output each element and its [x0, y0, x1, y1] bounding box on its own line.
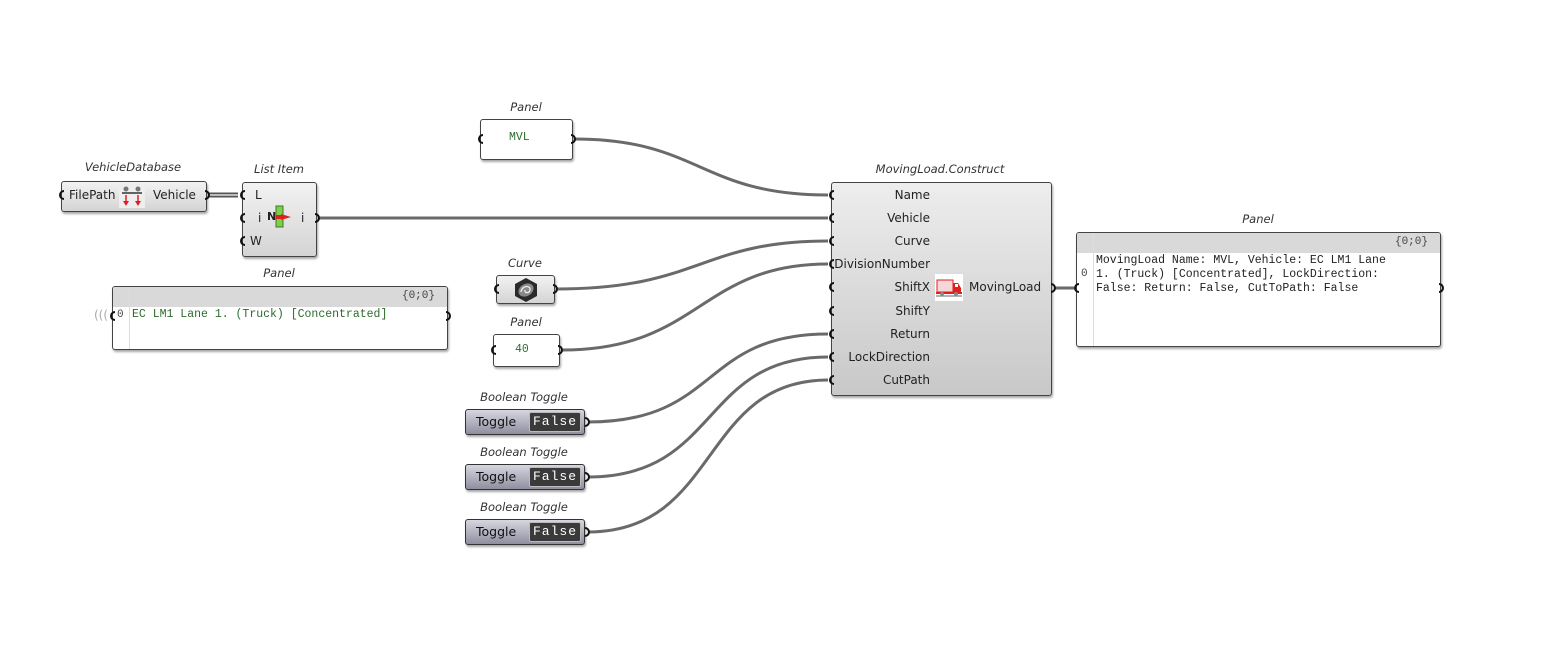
moving-load-output-label: MovingLoad — [969, 280, 1042, 294]
panel-division-input-grip[interactable] — [489, 345, 497, 355]
vehicle-database-icon — [119, 184, 145, 208]
moving-load-output-grip[interactable] — [1050, 283, 1058, 293]
list-item-component[interactable]: L i W N i — [242, 182, 317, 257]
panel-output-line: False: Return: False, CutToPath: False — [1096, 282, 1359, 295]
input-label-shifty: ShiftY — [895, 303, 930, 318]
panel-output[interactable]: {0;0} 0 MovingLoad Name: MVL, Vehicle: E… — [1076, 232, 1441, 347]
panel-division[interactable]: 40 — [493, 334, 560, 367]
panel-division-caption: Panel — [510, 315, 542, 329]
input-grip-curve[interactable] — [827, 236, 835, 247]
vehicle-database-caption: VehicleDatabase — [84, 160, 182, 174]
panel-output-index: 0 — [1081, 268, 1088, 280]
curve-parameter[interactable] — [496, 275, 555, 304]
wire-division — [561, 262, 829, 352]
panel-vehicle-caption: Panel — [263, 266, 295, 280]
toggle-return-output-grip[interactable] — [584, 417, 592, 427]
data-flow-indicator-icon: ((( — [94, 308, 109, 322]
toggle-lockdirection-label: Toggle — [476, 469, 517, 484]
toggle-lockdirection[interactable]: Toggle False — [465, 464, 585, 490]
toggle-return-label: Toggle — [476, 414, 517, 429]
input-grip-return[interactable] — [827, 328, 835, 339]
input-label-cutpath: CutPath — [882, 372, 930, 387]
wrap-input-label: W — [250, 234, 262, 248]
panel-vehicle-index: 0 — [117, 309, 124, 321]
index-input-label: i — [258, 211, 262, 225]
panel-vehicle-header — [113, 287, 447, 307]
input-label-vehicle: Vehicle — [887, 211, 930, 226]
input-grip-divisionnumber[interactable] — [827, 259, 835, 270]
toggle-return-value[interactable]: False — [529, 412, 581, 432]
panel-division-output-grip[interactable] — [557, 345, 565, 355]
panel-vehicle[interactable]: {0;0} 0 EC LM1 Lane 1. (Truck) [Concentr… — [112, 286, 448, 350]
toggle-return-caption: Boolean Toggle — [480, 390, 568, 404]
panel-output-path: {0;0} — [1394, 236, 1428, 248]
panel-vehicle-path: {0;0} — [401, 290, 435, 302]
panel-output-output-grip[interactable] — [1438, 283, 1446, 293]
list-input-label: L — [255, 188, 262, 202]
panel-output-gutter — [1077, 233, 1094, 346]
wire-lockdirection — [587, 355, 829, 479]
toggle-cutpath[interactable]: Toggle False — [465, 519, 585, 545]
panel-vehicle-input-grip[interactable] — [108, 311, 116, 321]
curve-icon — [513, 277, 539, 303]
panel-vehicle-output-grip[interactable] — [445, 311, 453, 321]
vehicle-output-label: Vehicle — [153, 188, 196, 202]
wire-return — [587, 332, 829, 424]
input-label-return: Return — [890, 326, 930, 341]
moving-load-caption: MovingLoad.Construct — [875, 162, 1005, 176]
panel-division-text: 40 — [515, 343, 529, 356]
toggle-return[interactable]: Toggle False — [465, 409, 585, 435]
truck-icon — [935, 274, 963, 301]
panel-output-input-grip[interactable] — [1072, 283, 1080, 293]
panel-output-caption: Panel — [1242, 212, 1274, 226]
panel-name-caption: Panel — [510, 100, 542, 114]
panel-name-output-grip[interactable] — [570, 134, 578, 144]
list-item-icon: N — [267, 205, 291, 229]
list-input-grip[interactable] — [238, 190, 246, 200]
input-label-lockdirection: LockDirection — [848, 349, 930, 364]
input-grip-cutpath[interactable] — [827, 374, 835, 385]
panel-output-line: 1. (Truck) [Concentrated], LockDirection… — [1096, 268, 1379, 281]
list-item-caption: List Item — [254, 162, 304, 176]
toggle-cutpath-value[interactable]: False — [529, 522, 581, 542]
toggle-lockdirection-caption: Boolean Toggle — [480, 445, 568, 459]
wrap-input-grip[interactable] — [238, 236, 246, 246]
panel-vehicle-text: EC LM1 Lane 1. (Truck) [Concentrated] — [132, 308, 388, 321]
input-grip-shifty[interactable] — [827, 305, 835, 316]
filepath-input-label: FilePath — [69, 188, 116, 202]
panel-output-header — [1077, 233, 1440, 253]
vehicle-output-grip[interactable] — [204, 190, 212, 200]
wire-cutpath — [587, 378, 829, 534]
index-input-grip[interactable] — [238, 213, 246, 223]
curve-output-grip[interactable] — [552, 284, 560, 294]
panel-name-text: MVL — [509, 131, 530, 144]
curve-caption: Curve — [508, 256, 542, 270]
toggle-lockdirection-value[interactable]: False — [529, 467, 581, 487]
wire-curve — [555, 239, 829, 291]
filepath-input-grip[interactable] — [57, 190, 65, 200]
curve-input-grip[interactable] — [492, 284, 500, 294]
panel-output-text: MovingLoad Name: MVL, Vehicle: EC LM1 La… — [1096, 254, 1386, 296]
panel-vehicle-gutter — [113, 287, 130, 349]
toggle-cutpath-label: Toggle — [476, 524, 517, 539]
vehicle-database-component[interactable]: FilePath Vehicle — [61, 181, 207, 212]
input-label-shiftx: ShiftX — [894, 280, 931, 295]
input-grip-lockdirection[interactable] — [827, 351, 835, 362]
toggle-lockdirection-output-grip[interactable] — [584, 472, 592, 482]
input-label-curve: Curve — [894, 234, 930, 249]
panel-name-input-grip[interactable] — [476, 134, 484, 144]
input-grip-name[interactable] — [827, 190, 835, 200]
input-label-name: Name — [894, 188, 930, 202]
item-output-label: i — [301, 211, 305, 225]
toggle-cutpath-caption: Boolean Toggle — [480, 500, 568, 514]
panel-output-line: MovingLoad Name: MVL, Vehicle: EC LM1 La… — [1096, 254, 1386, 267]
input-grip-vehicle[interactable] — [827, 213, 835, 224]
item-output-grip[interactable] — [314, 213, 322, 223]
wire-name — [573, 137, 829, 197]
panel-name[interactable]: MVL — [480, 119, 573, 160]
input-label-divisionnumber: DivisionNumber — [834, 257, 930, 272]
toggle-cutpath-output-grip[interactable] — [584, 527, 592, 537]
input-grip-shiftx[interactable] — [827, 282, 835, 293]
